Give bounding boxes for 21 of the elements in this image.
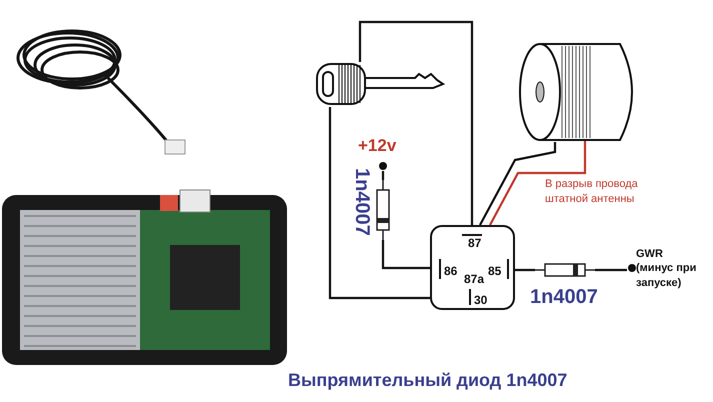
wire: [489, 141, 586, 226]
wire: [479, 142, 556, 226]
ignition-key-drawing: [315, 62, 445, 107]
part-number: 1n4007: [530, 286, 598, 309]
pin-label: 30: [474, 294, 488, 306]
pin-label: 87a: [464, 273, 484, 285]
diode-symbol: [535, 262, 595, 278]
caption: Выпрямительный диод 1n4007: [288, 370, 568, 391]
wire: [382, 240, 430, 270]
part-number: 1n4007: [350, 168, 373, 236]
wire: [515, 268, 535, 272]
signal-label: GWR (минус при запуске): [636, 247, 698, 290]
pin-label: 86: [444, 265, 458, 277]
wire: [382, 171, 384, 180]
voltage-label: +12v: [358, 135, 396, 157]
pin-label: 85: [488, 265, 502, 277]
pin-label: 87: [468, 237, 482, 249]
wire: [328, 107, 430, 300]
diode-symbol: [375, 180, 391, 240]
wire: [595, 268, 627, 272]
wire: [358, 20, 474, 225]
